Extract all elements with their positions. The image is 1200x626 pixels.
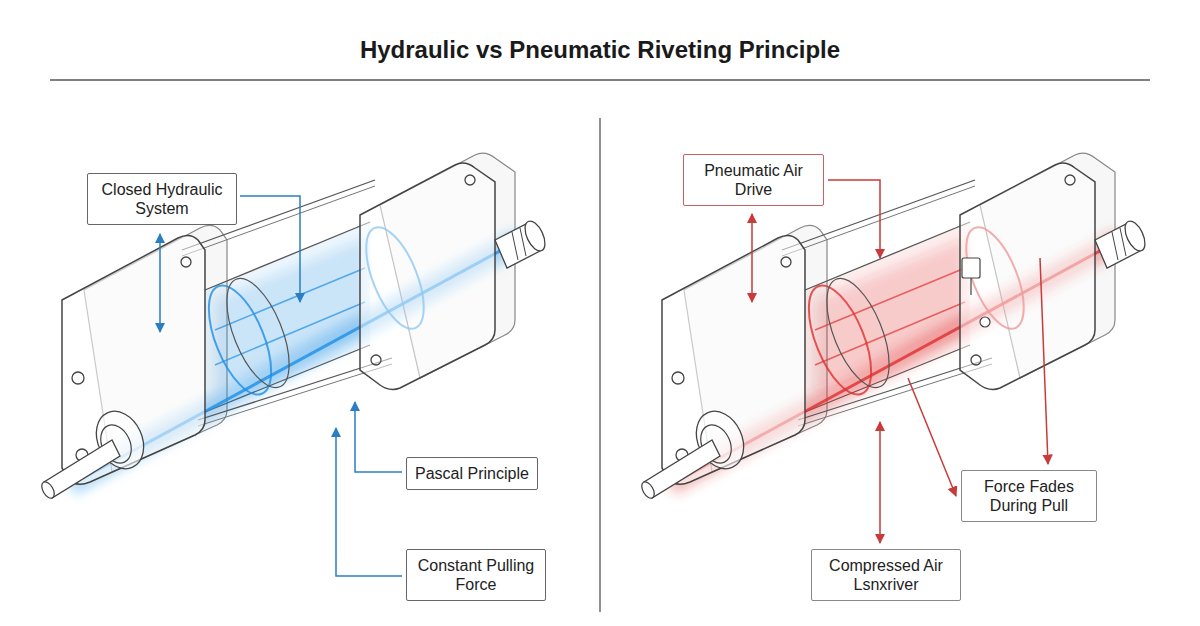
leader-lines bbox=[160, 196, 402, 576]
callout-text: Pascal Principle bbox=[415, 464, 529, 483]
pneumatic-cylinder bbox=[639, 153, 1149, 500]
header-rule bbox=[50, 79, 1150, 80]
callout-box: Constant Pulling Force bbox=[406, 549, 546, 601]
divider-line bbox=[599, 118, 600, 612]
callout-text: Closed Hydraulic System bbox=[96, 180, 228, 218]
callout-box: Force Fades During Pull bbox=[961, 470, 1097, 522]
callout-box: Compressed Air Lsnxriver bbox=[811, 549, 961, 601]
hydraulic-cylinder bbox=[39, 153, 549, 500]
callout-box: Closed Hydraulic System bbox=[87, 173, 237, 225]
callout-text: Force Fades During Pull bbox=[970, 477, 1088, 515]
callout-text: Compressed Air Lsnxriver bbox=[820, 556, 952, 594]
callout-text: Pneumatic Air Drive bbox=[692, 161, 815, 199]
callout-box: Pneumatic Air Drive bbox=[683, 154, 824, 206]
valve-symbol bbox=[962, 258, 990, 327]
diagram-title: Hydraulic vs Pneumatic Riveting Principl… bbox=[0, 36, 1200, 64]
callout-box: Pascal Principle bbox=[406, 457, 538, 490]
callout-text: Constant Pulling Force bbox=[415, 556, 537, 594]
